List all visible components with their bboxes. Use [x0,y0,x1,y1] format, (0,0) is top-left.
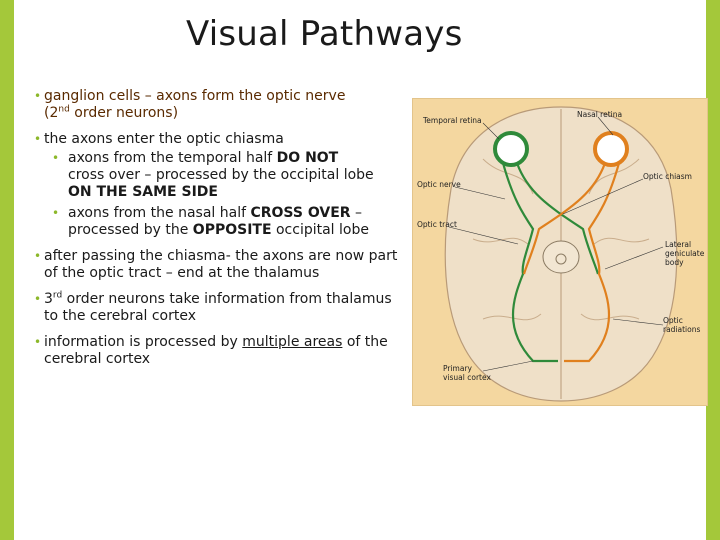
bullet-text: information is processed by [44,334,243,350]
bullet-text: after passing the chiasma- the axons are… [44,248,398,281]
bullet-dot: • [34,89,42,103]
bullet-text: axons from the nasal half [68,205,251,221]
label-primary-visual-cortex-2: visual cortex [443,373,491,382]
bullet-text: occipital lobe [271,222,369,238]
leader-line [448,226,519,245]
leader-line [482,122,500,140]
bullet-ganglion: • ganglion cells – axons form the optic … [34,88,404,122]
aqueduct [555,253,567,265]
label-temporal-retina: Temporal retina [422,116,482,125]
bullet-text: 3 [44,291,53,307]
bullet-third-order: • 3rd order neurons take information fro… [34,291,404,325]
leader-line [454,186,506,200]
label-optic-chiasm: Optic chiasm [643,172,692,181]
bullet-text: cross over – processed by the occipital … [68,167,374,183]
bullet-text: the axons enter the optic chiasma [44,131,284,147]
brainstem [542,240,580,274]
label-optic-tract: Optic tract [417,220,457,229]
slide-title: Visual Pathways [186,14,463,54]
bullet-text: processed by the [68,222,193,238]
leader-line [562,178,644,215]
right-pathway [564,162,621,363]
slide-left-border [0,0,14,540]
leader-line [604,246,664,270]
slide: Visual Pathways • ganglion cells – axons… [14,0,708,540]
bullet-text: – [350,205,362,221]
bullet-emphasis: OPPOSITE [192,222,272,238]
label-lateral-geniculate-1: Lateral [665,240,691,249]
sub-bullet-temporal: • axons from the temporal half DO NOT cr… [48,150,404,201]
brain-illustration: Temporal retina Nasal retina Optic nerve… [417,106,705,402]
bullet-text: order neurons take information from thal… [44,291,392,324]
label-lateral-geniculate-3: body [665,258,684,267]
label-lateral-geniculate-2: geniculate [665,249,705,258]
bullet-list: • ganglion cells – axons form the optic … [34,88,404,377]
label-primary-visual-cortex-1: Primary [443,364,473,373]
left-nasal-crossing [515,162,600,275]
bullet-information: • information is processed by multiple a… [34,334,404,368]
label-optic-radiations-2: radiations [663,325,700,334]
bullet-text: of the cerebral cortex [44,334,388,367]
label-optic-nerve: Optic nerve [417,180,461,189]
left-eye [493,131,529,167]
bullet-underlined: multiple areas [242,334,343,350]
bullet-chiasma: • the axons enter the optic chiasma [34,131,404,148]
bullet-dot: • [52,206,60,220]
bullet-emphasis: ON THE SAME SIDE [68,184,218,200]
bullet-dot: • [52,151,60,165]
right-eye [593,131,629,167]
left-pathway [501,162,558,363]
brain-sulci [472,158,650,321]
visual-pathway-diagram: Temporal retina Nasal retina Optic nerve… [412,98,708,406]
superscript: rd [52,290,63,301]
bullet-text: axons from the temporal half [68,150,277,166]
leader-line [482,360,534,372]
bullet-text: (2 [44,105,59,121]
leader-line [597,116,614,136]
bullet-text: ganglion cells – axons form the optic ne… [44,88,346,104]
bullet-dot: • [34,292,42,306]
bullet-dot: • [34,249,42,263]
label-optic-radiations-1: Optic [663,316,683,325]
slide-right-border [706,0,720,540]
bullet-optic-tract: • after passing the chiasma- the axons a… [34,248,404,282]
bullet-dot: • [34,335,42,349]
bullet-emphasis: DO NOT [276,150,339,166]
bullet-dot: • [34,132,42,146]
superscript: nd [58,104,70,115]
leader-line [612,318,664,326]
bullet-emphasis: CROSS OVER [250,205,351,221]
right-nasal-crossing [522,162,607,275]
label-nasal-retina: Nasal retina [577,110,622,119]
bullet-text: order neurons) [69,105,179,121]
sub-bullet-nasal: • axons from the nasal half CROSS OVER –… [48,205,404,239]
